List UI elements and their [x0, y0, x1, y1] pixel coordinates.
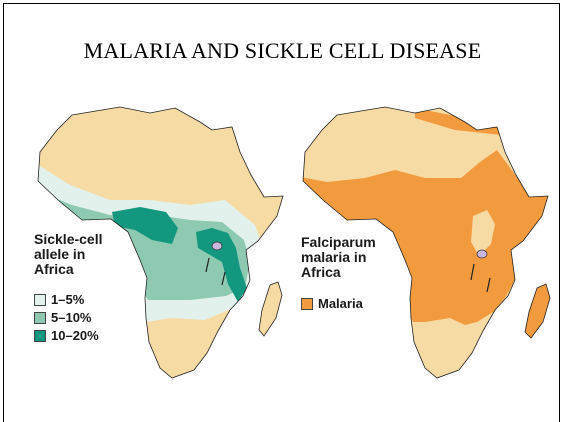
lake-malawi-right: [486, 277, 491, 293]
malaria-main-zone: [303, 150, 548, 325]
lake-tanganyika-right: [470, 263, 475, 281]
malaria-heading-line: Falciparum: [301, 234, 376, 250]
lake-tanganyika-left: [205, 257, 210, 273]
lake-victoria-left: [211, 241, 223, 251]
sickle-cell-heading-line: Africa: [34, 261, 74, 277]
legend-item-5-10: 5–10%: [34, 310, 91, 325]
slide-title: MALARIA AND SICKLE CELL DISEASE: [83, 38, 482, 63]
band-10-20-percent-west: [112, 207, 178, 244]
legend-item-1-5: 1–5%: [34, 292, 84, 307]
legend-label: 5–10%: [51, 310, 92, 325]
band-5-10-percent: [38, 188, 250, 300]
lake-malawi-left: [221, 271, 226, 286]
malaria-heading: Falciparum malaria in Africa: [301, 235, 376, 280]
legend-label: 10–20%: [51, 328, 99, 343]
band-10-20-percent-east: [196, 228, 247, 302]
legend-label: 1–5%: [51, 292, 85, 307]
lake-victoria-right: [476, 249, 488, 259]
legend-item-malaria: Malaria: [301, 296, 363, 311]
legend-swatch: [34, 293, 46, 306]
sickle-cell-heading-line: Sickle-cell: [34, 231, 103, 247]
malaria-heading-line: Africa: [301, 264, 341, 280]
legend-swatch: [34, 329, 46, 342]
sickle-cell-map: [37, 106, 284, 379]
legend-swatch: [301, 297, 313, 310]
legend-swatch: [34, 311, 46, 324]
legend-item-10-20: 10–20%: [34, 328, 99, 343]
highland-gap: [471, 210, 495, 256]
madagascar-left: [258, 281, 283, 337]
malaria-map: [302, 106, 551, 379]
malaria-heading-line: malaria in: [301, 249, 367, 265]
legend-label: Malaria: [318, 296, 363, 311]
sickle-cell-heading-line: allele in: [34, 246, 86, 262]
madagascar-right: [524, 283, 551, 339]
sickle-cell-heading: Sickle-cell allele in Africa: [34, 232, 103, 277]
